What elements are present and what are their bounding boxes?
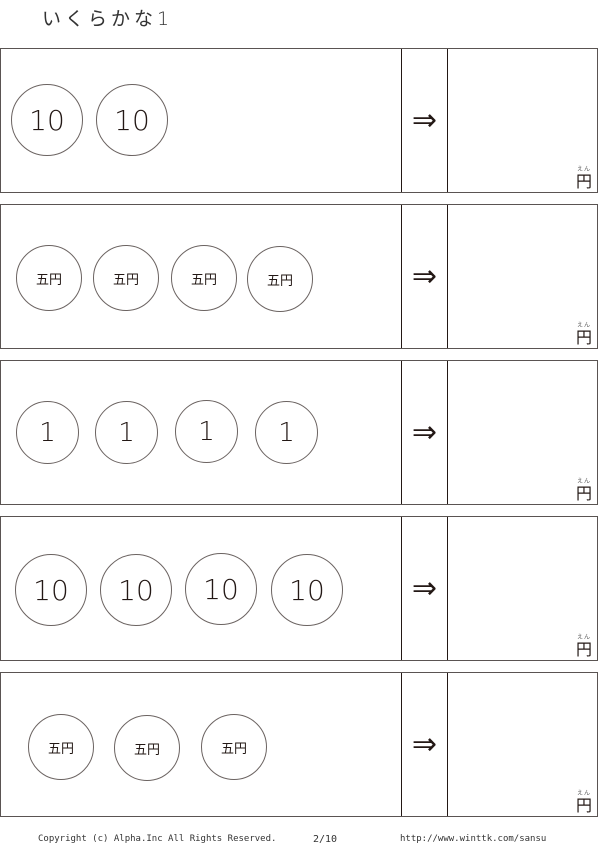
yen-unit: えん 円 — [576, 478, 592, 502]
coins-area: 10 10 10 10 — [1, 517, 402, 660]
problem-row-1: 10 10 ⇒ えん 円 — [0, 48, 598, 193]
arrow-cell: ⇒ — [402, 49, 448, 192]
coin-1-yen: 1 — [95, 401, 158, 464]
coin-10-yen: 10 — [96, 84, 168, 156]
coin-10-yen: 10 — [11, 84, 83, 156]
coin-5-yen: 五円 — [28, 714, 94, 780]
worksheet-title: いくらかな1 — [42, 8, 174, 30]
answer-box[interactable]: えん 円 — [448, 361, 597, 504]
footer-copyright: Copyright (c) Alpha.Inc All Rights Reser… — [38, 834, 277, 844]
coins-area: 1 1 1 1 — [1, 361, 402, 504]
arrow-cell: ⇒ — [402, 673, 448, 816]
yen-unit: えん 円 — [576, 790, 592, 814]
yen-kanji: 円 — [575, 640, 592, 659]
coin-5-yen: 五円 — [171, 245, 237, 311]
footer-url[interactable]: http://www.winttk.com/sansu — [400, 834, 547, 844]
coin-5-yen: 五円 — [201, 714, 267, 780]
answer-box[interactable]: えん 円 — [448, 49, 597, 192]
coins-area: 五円 五円 五円 五円 — [1, 205, 402, 348]
answer-box[interactable]: えん 円 — [448, 205, 597, 348]
problem-row-4: 10 10 10 10 ⇒ えん 円 — [0, 516, 598, 661]
arrow-right-icon: ⇒ — [411, 570, 438, 606]
coin-10-yen: 10 — [100, 554, 172, 626]
coin-1-yen: 1 — [16, 401, 79, 464]
answer-box[interactable]: えん 円 — [448, 673, 597, 816]
coins-area: 10 10 — [1, 49, 402, 192]
coin-10-yen: 10 — [15, 554, 87, 626]
problem-row-3: 1 1 1 1 ⇒ えん 円 — [0, 360, 598, 505]
coin-1-yen: 1 — [175, 400, 238, 463]
coin-5-yen: 五円 — [16, 245, 82, 311]
footer-page-number: 2/10 — [313, 834, 338, 845]
arrow-right-icon: ⇒ — [411, 414, 438, 450]
yen-kanji: 円 — [575, 484, 592, 503]
arrow-right-icon: ⇒ — [411, 258, 438, 294]
coin-1-yen: 1 — [255, 401, 318, 464]
arrow-cell: ⇒ — [402, 361, 448, 504]
yen-unit: えん 円 — [576, 634, 592, 658]
yen-ruby: えん — [576, 790, 591, 797]
coin-10-yen: 10 — [185, 553, 257, 625]
yen-ruby: えん — [576, 478, 591, 485]
coins-area: 五円 五円 五円 — [1, 673, 402, 816]
arrow-right-icon: ⇒ — [411, 102, 438, 138]
yen-ruby: えん — [576, 322, 591, 329]
problem-row-5: 五円 五円 五円 ⇒ えん 円 — [0, 672, 598, 817]
yen-unit: えん 円 — [576, 166, 592, 190]
yen-kanji: 円 — [575, 328, 592, 347]
coin-10-yen: 10 — [271, 554, 343, 626]
yen-unit: えん 円 — [576, 322, 592, 346]
yen-ruby: えん — [576, 634, 591, 641]
coin-5-yen: 五円 — [114, 715, 180, 781]
arrow-cell: ⇒ — [402, 517, 448, 660]
coin-5-yen: 五円 — [93, 245, 159, 311]
yen-kanji: 円 — [575, 172, 592, 191]
yen-kanji: 円 — [575, 796, 592, 815]
answer-box[interactable]: えん 円 — [448, 517, 597, 660]
arrow-cell: ⇒ — [402, 205, 448, 348]
arrow-right-icon: ⇒ — [411, 726, 438, 762]
problem-row-2: 五円 五円 五円 五円 ⇒ えん 円 — [0, 204, 598, 349]
yen-ruby: えん — [576, 166, 591, 173]
coin-5-yen: 五円 — [247, 246, 313, 312]
